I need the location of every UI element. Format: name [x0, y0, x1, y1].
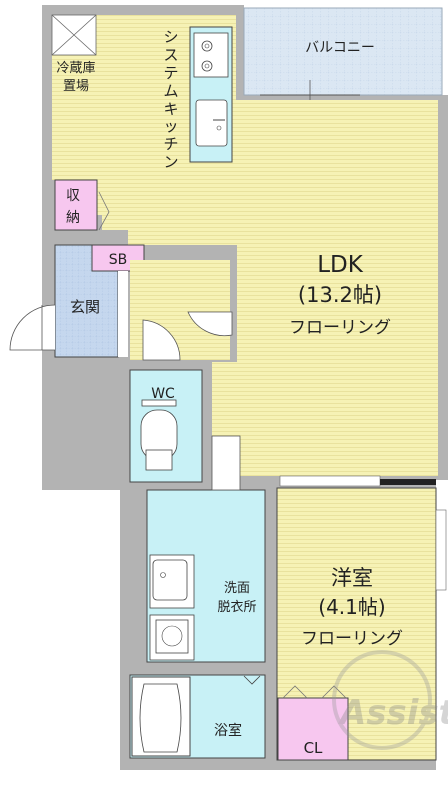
fridge-label-line1: 冷蔵庫	[56, 61, 95, 76]
balcony-area	[243, 7, 443, 96]
western-room-floor-type: フローリング	[301, 629, 403, 649]
svg-text:ッ: ッ	[163, 117, 178, 135]
svg-text:チ: チ	[163, 135, 178, 153]
corridor-door	[187, 311, 233, 337]
svg-text:ス: ス	[163, 46, 178, 64]
ldk-size: (13.2帖)	[298, 283, 382, 307]
entrance-door	[9, 304, 56, 351]
assist-watermark: Assist	[332, 650, 448, 750]
ldk-floor-type: フローリング	[289, 318, 391, 338]
bath-label: 浴室	[214, 722, 242, 739]
closet	[277, 697, 349, 761]
wc-label: WC	[151, 386, 175, 402]
svg-text:ム: ム	[163, 82, 178, 100]
closet-label: CL	[304, 739, 323, 757]
storage-label-line1: 収	[66, 188, 80, 204]
washroom-label-line1: 洗面	[224, 581, 250, 596]
kitchen-label: シ ス テ ム キ ッ チ ン	[163, 28, 178, 171]
svg-text:ン: ン	[163, 153, 178, 171]
sb-label: SB	[109, 252, 128, 268]
ldk-floor	[52, 15, 438, 476]
ldk-name: LDK	[317, 252, 364, 278]
svg-text:キ: キ	[163, 100, 178, 118]
fridge-label-line2: 置場	[63, 79, 89, 94]
entrance-label: 玄関	[70, 298, 100, 316]
svg-text:テ: テ	[163, 64, 178, 82]
svg-text:Assist: Assist	[337, 693, 448, 733]
balcony-label: バルコニー	[305, 40, 375, 56]
storage-label-line2: 納	[66, 210, 80, 226]
svg-text:シ: シ	[163, 28, 178, 46]
western-room-name: 洋室	[331, 566, 373, 590]
storage-closet	[54, 179, 98, 231]
washroom-label-line2: 脱衣所	[217, 599, 256, 615]
western-room-size: (4.1帖)	[318, 595, 385, 619]
